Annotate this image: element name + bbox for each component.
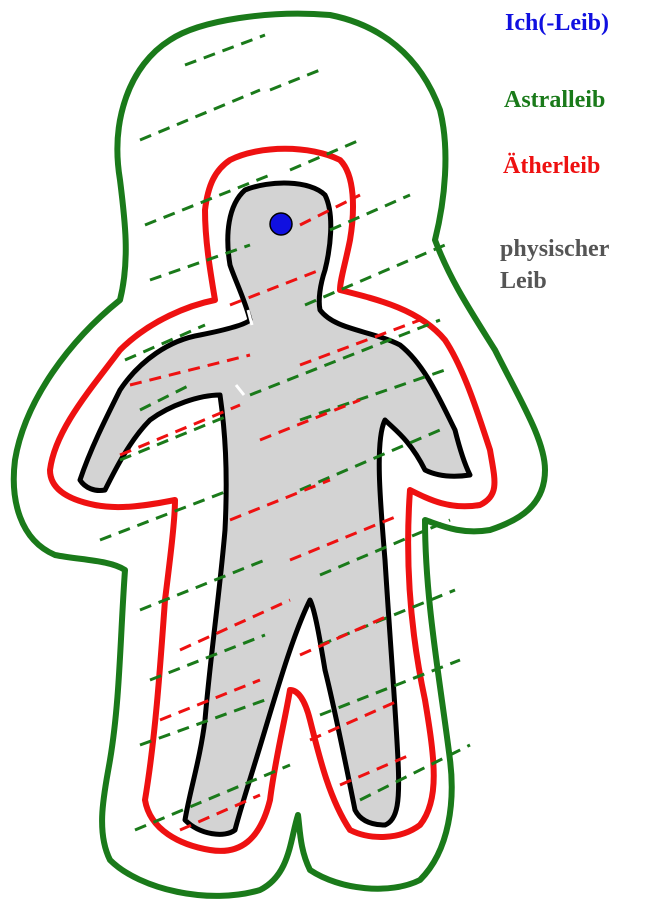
astral-dash-6 [330,195,410,230]
astral-dash-13 [100,490,230,540]
legend-astralleib: Astralleib [504,87,605,113]
legend-physischer-line2: Leib [500,265,609,297]
astral-dash-0 [185,35,265,65]
legend-aetherleib: Ätherleib [503,153,600,179]
legend-physischer-line1: physischer [500,233,609,265]
ich-dot-icon [270,213,292,235]
legend-physischer-leib: physischer Leib [500,233,609,297]
astral-dash-1 [140,90,260,140]
astral-dash-2 [270,70,320,90]
legend-ich: Ich(-Leib) [505,10,609,36]
